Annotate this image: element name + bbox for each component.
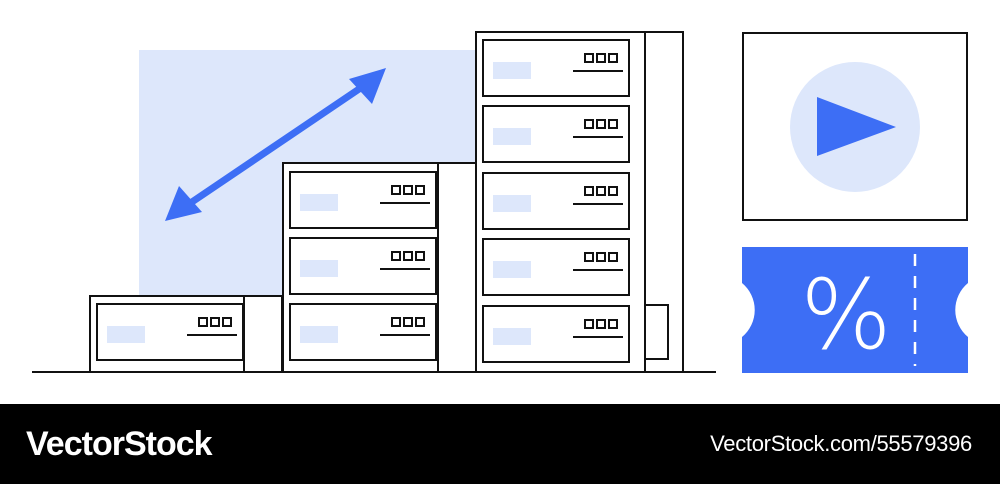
image-id-text: VectorStock.com/55579396 — [710, 431, 972, 456]
server-unit — [96, 303, 244, 361]
server-unit — [289, 237, 437, 295]
play-icon[interactable] — [817, 97, 896, 156]
watermark-footer: VectorStock VectorStock.com/55579396 — [0, 404, 1000, 484]
server-unit — [482, 238, 630, 296]
brand-logo: VectorStock — [26, 425, 213, 463]
server-unit — [482, 105, 630, 163]
server-unit — [482, 172, 630, 230]
server-unit — [482, 39, 630, 97]
server-unit — [482, 305, 630, 363]
server-unit — [289, 171, 437, 229]
coupon-symbol: % — [800, 259, 891, 371]
server-stack-medium — [282, 162, 477, 373]
illustration: % — [32, 31, 968, 373]
server-unit — [289, 303, 437, 361]
video-player[interactable] — [742, 32, 968, 221]
server-stack-short — [89, 295, 283, 373]
rack-door-handle — [644, 304, 669, 360]
discount-coupon-icon: % — [742, 247, 968, 373]
resize-arrow-icon — [165, 68, 386, 221]
server-stack-tall — [475, 31, 684, 373]
